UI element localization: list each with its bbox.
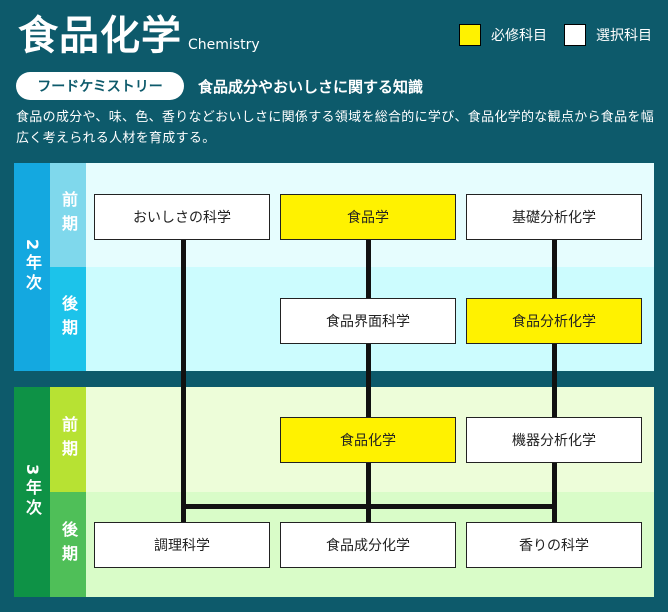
connector-line bbox=[552, 240, 557, 522]
page-subtitle: Chemistry bbox=[188, 37, 260, 53]
year3-term-early-text: 前期 bbox=[59, 415, 78, 464]
year2-term-late-text: 後期 bbox=[59, 295, 78, 343]
section-title: 食品成分やおいしさに関する知識 bbox=[198, 78, 424, 96]
legend-elective-swatch bbox=[564, 24, 586, 46]
course-shokuhin-bunseki-kagaku[interactable]: 食品分析化学 bbox=[466, 298, 642, 344]
year2-label-text: 2年次 bbox=[23, 239, 42, 295]
course-oishisa-no-kagaku[interactable]: おいしさの科学 bbox=[94, 194, 270, 240]
course-kiso-bunseki-kagaku[interactable]: 基礎分析化学 bbox=[466, 194, 642, 240]
course-shokuhin-seibun-kagaku[interactable]: 食品成分化学 bbox=[280, 522, 456, 568]
section-pill: フードケミストリー bbox=[16, 72, 184, 100]
legend-elective: 選択科目 bbox=[564, 24, 652, 46]
page-title: 食品化学 bbox=[18, 13, 182, 59]
legend-required-swatch bbox=[459, 24, 481, 46]
section-description: 食品の成分や、味、色、香りなどおいしさに関係する領域を総合的に学び、食品化学的な… bbox=[16, 110, 655, 146]
course-kaori-no-kagaku[interactable]: 香りの科学 bbox=[466, 522, 642, 568]
year2-term-early: 前期 bbox=[50, 163, 86, 267]
connector-line bbox=[181, 504, 557, 509]
course-shokuhin-kaimen-kagaku[interactable]: 食品界面科学 bbox=[280, 298, 456, 344]
year3-term-early: 前期 bbox=[50, 387, 86, 492]
legend-elective-label: 選択科目 bbox=[596, 28, 652, 44]
year2-term-early-text: 前期 bbox=[59, 191, 78, 239]
legend-required-label: 必修科目 bbox=[491, 28, 547, 44]
year3-term-late-text: 後期 bbox=[59, 520, 78, 569]
year2-label: 2年次 bbox=[14, 163, 50, 371]
year3-label: 3年次 bbox=[14, 387, 50, 597]
year3-term-late: 後期 bbox=[50, 492, 86, 597]
connector-line bbox=[181, 240, 186, 522]
year3-label-text: 3年次 bbox=[23, 464, 42, 520]
course-shokuhin-kagaku[interactable]: 食品化学 bbox=[280, 417, 456, 463]
legend-required: 必修科目 bbox=[459, 24, 547, 46]
year2-term-late: 後期 bbox=[50, 267, 86, 371]
course-chouri-kagaku[interactable]: 調理科学 bbox=[94, 522, 270, 568]
connector-line bbox=[366, 240, 371, 522]
course-shokuhingaku[interactable]: 食品学 bbox=[280, 194, 456, 240]
course-kiki-bunseki-kagaku[interactable]: 機器分析化学 bbox=[466, 417, 642, 463]
